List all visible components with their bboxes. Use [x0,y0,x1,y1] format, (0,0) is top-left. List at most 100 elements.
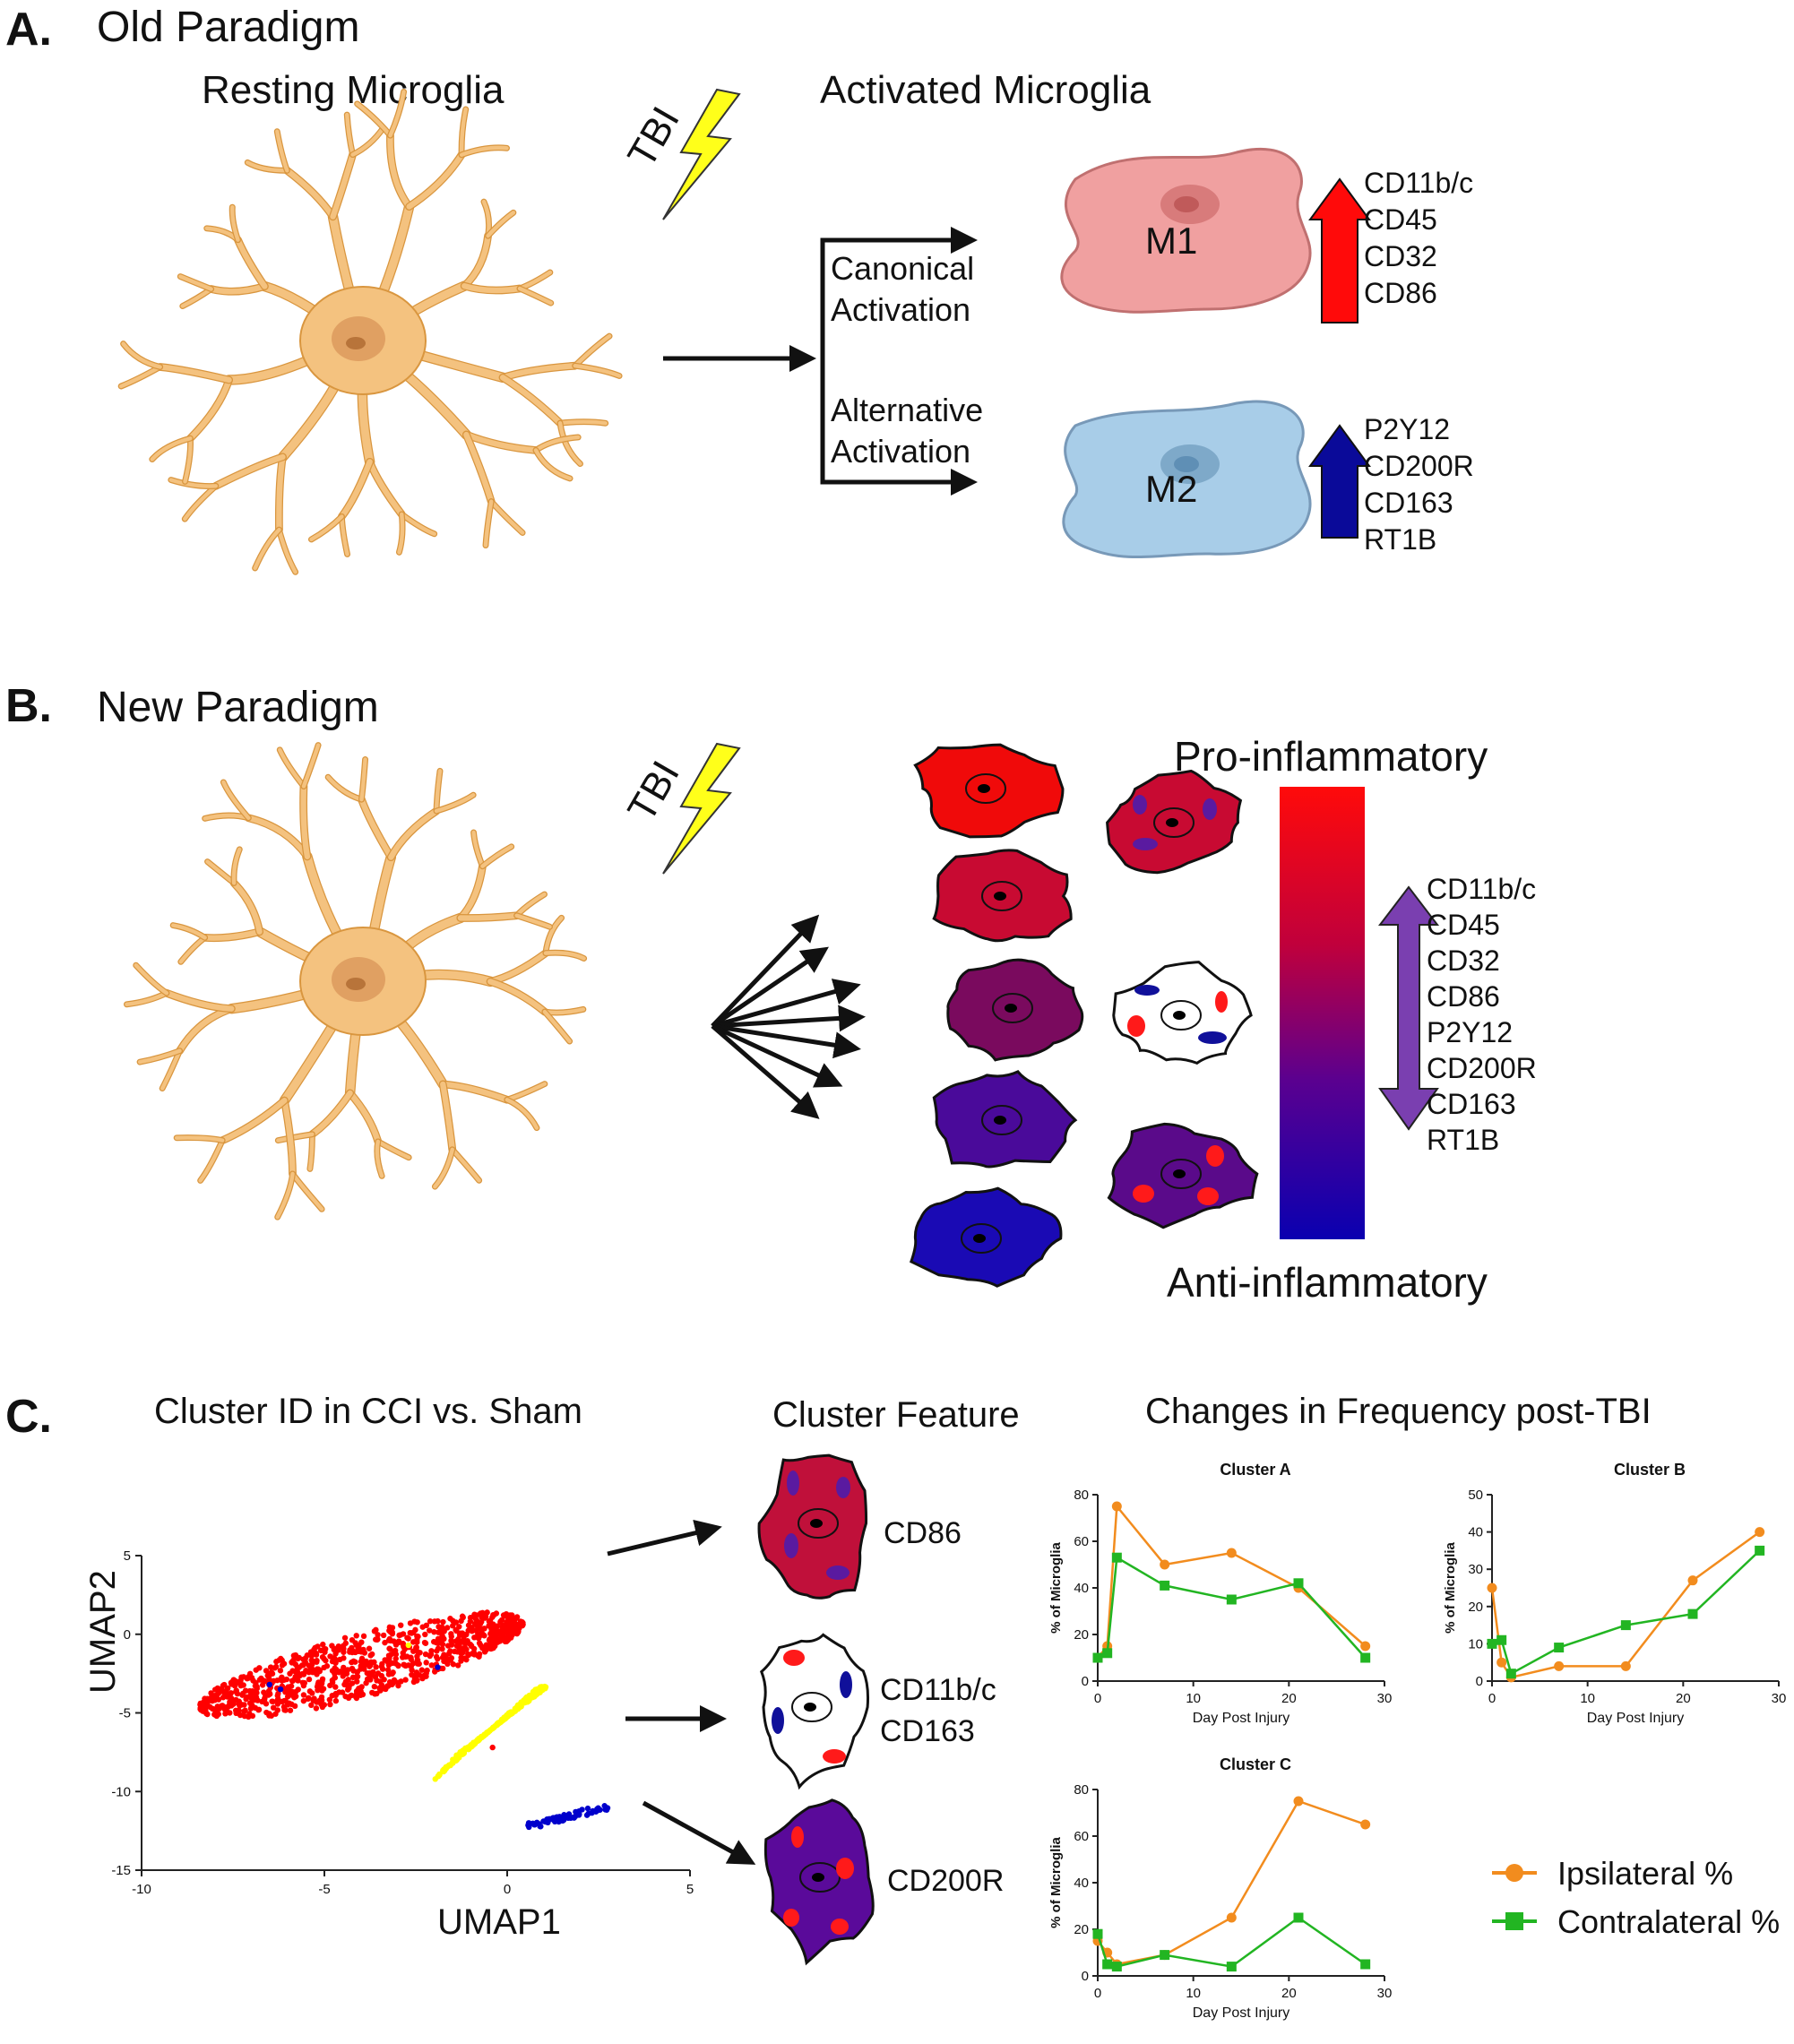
umap-point-red [408,1656,415,1663]
chart-title: Cluster C [1220,1755,1291,1773]
umap-point-red [224,1709,230,1715]
cell-nucleus [994,1116,1006,1125]
microglia-process [483,499,494,548]
chart-x-tick-label: 30 [1377,1986,1393,2001]
cell-nucleus-outline [1160,1000,1202,1031]
microglia-process [137,1048,182,1065]
umap-point-red [427,1627,433,1634]
umap-point-red [352,1649,358,1656]
umap-point-red [313,1652,320,1658]
microglia-process [163,990,235,1012]
microglia-process [573,363,622,378]
chart-x-tick-label: 0 [1094,1691,1101,1706]
microglia-process [198,1138,225,1183]
umap-point-red [419,1624,426,1630]
chart-y-tick-label: 20 [1074,1922,1089,1937]
umap-point-red [397,1632,404,1638]
umap-point-red [389,1681,395,1688]
feature-a-label: CD86 [884,1516,962,1550]
microglia-process [345,112,355,157]
chart-y-tick-label: 40 [1468,1525,1483,1540]
umap-point-red [353,1688,360,1695]
m2-marker: RT1B [1364,523,1436,556]
microglia-process-outline [532,447,574,482]
panel-a-title: Old Paradigm [97,4,359,51]
microglia-process [457,912,520,921]
umap-point-red [254,1684,260,1690]
microglia-process [434,792,476,814]
chart-y-tick-label: 0 [1082,1674,1089,1689]
umap-point-red [345,1694,352,1700]
feature-cells [757,1453,875,1966]
umap-point-red [244,1694,250,1701]
umap-point-red [215,1711,222,1718]
umap-point-red [332,1660,339,1666]
microglia-process [276,1132,315,1143]
contralateral-point [1620,1620,1631,1631]
chart-y-tick-label: 60 [1074,1534,1089,1549]
microglia-process [440,1081,510,1103]
umap-point-blue [525,1820,532,1826]
chart-y-tick-label: 0 [1476,1674,1483,1689]
spectrum-cell [932,1070,1078,1169]
umap-point-red [315,1681,322,1687]
ipsilateral-point [1620,1660,1631,1671]
umap-point-red [295,1677,301,1684]
tbi-bolt-b: TBI [619,742,741,875]
umap-point-red [231,1682,238,1689]
cell-nucleus-outline [798,1508,839,1539]
microglia-process [208,283,268,295]
chart-title: Cluster B [1614,1461,1686,1479]
microglia-process [229,204,240,242]
umap-point-red [371,1683,378,1690]
umap-point-yellow [460,1751,467,1757]
umap-point-red [453,1619,460,1626]
m2-marker: CD163 [1364,487,1453,519]
cell-nucleus-outline [965,773,1006,804]
umap-point-red [407,1629,413,1636]
marker-dot [1133,838,1158,850]
feature-arrows [607,1519,756,1865]
marker-dot [1215,991,1228,1013]
ipsilateral-point [1226,1548,1237,1558]
umap-point-red [486,1618,493,1625]
marker-dot [1198,1031,1227,1044]
umap-point-blue [266,1681,272,1688]
microglia-process [480,844,513,868]
ipsilateral-line [1097,1503,1367,1659]
umap-point-red [280,1660,288,1667]
umap-point-red [254,1689,260,1696]
panel-a: A. Old Paradigm Resting Microglia Activa… [5,4,1474,575]
microglia-process [309,1090,353,1137]
umap-point-blue [573,1808,580,1815]
umap-y-tick-label: -5 [119,1706,131,1721]
umap-point-red [448,1642,455,1648]
contralateral-point [1496,1634,1507,1645]
marker-dot [1206,1145,1224,1167]
umap-point-red [214,1685,221,1692]
umap-point-red [204,1698,211,1704]
umap-point-yellow [539,1685,546,1692]
umap-point-yellow [521,1700,528,1706]
umap-point-red [398,1678,404,1685]
umap-point-red [372,1691,378,1697]
microglia-process [488,499,525,535]
spectrum-cell [932,849,1073,943]
microglia-process [276,453,286,533]
umap-point-yellow [447,1762,453,1768]
chart-x-tick-label: 0 [1094,1986,1101,2001]
umap-point-blue [583,1812,591,1818]
microglia-process [499,375,564,427]
umap-point-red [489,1744,496,1751]
umap-point-red [452,1648,458,1655]
microglia-process [533,435,581,453]
microglia-process [517,270,553,291]
microglia-process [505,1082,548,1102]
umap-point-red [308,1667,315,1673]
microglia-process [284,168,336,220]
umap-point-red [395,1638,402,1644]
umap-point-red [390,1669,396,1676]
umap-point-red [453,1643,461,1650]
chart-y-tick-label: 20 [1468,1600,1483,1615]
